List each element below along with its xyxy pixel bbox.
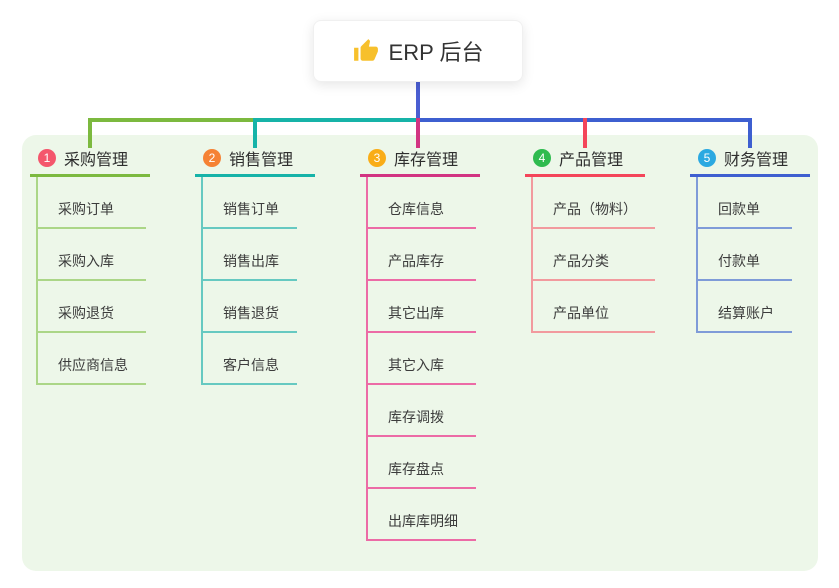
child-node[interactable]: 回款单: [698, 177, 792, 229]
branch-title[interactable]: 1 采购管理: [30, 146, 150, 177]
connector-drop-5: [748, 118, 752, 148]
branch-number-badge: 4: [533, 148, 551, 167]
branch-title-label: 财务管理: [724, 151, 789, 169]
branch-number-badge: 1: [38, 148, 56, 167]
child-node[interactable]: 销售订单: [203, 177, 297, 229]
branch-number-badge: 2: [203, 148, 221, 167]
child-node[interactable]: 产品（物料）: [533, 177, 655, 229]
connector-bus-left: [88, 118, 255, 122]
child-node[interactable]: 产品单位: [533, 281, 655, 333]
child-node[interactable]: 库存调拨: [368, 385, 476, 437]
child-node[interactable]: 结算账户: [698, 281, 792, 333]
mindmap-panel: [22, 135, 818, 571]
branch-children: 销售订单销售出库销售退货客户信息: [201, 177, 297, 385]
branch-3: 3 库存管理仓库信息产品库存其它出库其它入库库存调拨库存盘点出库库明细: [360, 146, 480, 541]
child-node[interactable]: 销售出库: [203, 229, 297, 281]
connector-stem: [416, 82, 420, 120]
child-node[interactable]: 供应商信息: [38, 333, 146, 385]
branch-children: 采购订单采购入库采购退货供应商信息: [36, 177, 146, 385]
branch-4: 4 产品管理产品（物料）产品分类产品单位: [525, 146, 655, 333]
branch-title[interactable]: 5 财务管理: [690, 146, 810, 177]
root-label: ERP 后台: [388, 40, 484, 65]
root-node[interactable]: ERP 后台: [313, 20, 523, 82]
connector-drop-1: [88, 118, 92, 148]
branch-title-label: 销售管理: [229, 151, 294, 169]
branch-title[interactable]: 3 库存管理: [360, 146, 480, 177]
branch-number-badge: 5: [698, 148, 716, 167]
branch-title-label: 采购管理: [64, 151, 129, 169]
child-node[interactable]: 库存盘点: [368, 437, 476, 489]
child-node[interactable]: 仓库信息: [368, 177, 476, 229]
child-node[interactable]: 出库库明细: [368, 489, 476, 541]
child-node[interactable]: 采购订单: [38, 177, 146, 229]
branch-children: 产品（物料）产品分类产品单位: [531, 177, 655, 333]
branch-title[interactable]: 4 产品管理: [525, 146, 645, 177]
child-node[interactable]: 采购入库: [38, 229, 146, 281]
child-node[interactable]: 销售退货: [203, 281, 297, 333]
branch-number-badge: 3: [368, 148, 386, 167]
branch-children: 仓库信息产品库存其它出库其它入库库存调拨库存盘点出库库明细: [366, 177, 476, 541]
connector-drop-2: [253, 118, 257, 148]
child-node[interactable]: 产品库存: [368, 229, 476, 281]
branch-children: 回款单付款单结算账户: [696, 177, 792, 333]
child-node[interactable]: 其它出库: [368, 281, 476, 333]
connector-bus-middle: [253, 118, 420, 122]
branch-2: 2 销售管理销售订单销售出库销售退货客户信息: [195, 146, 315, 385]
child-node[interactable]: 付款单: [698, 229, 792, 281]
branch-5: 5 财务管理回款单付款单结算账户: [690, 146, 810, 333]
thumbs-up-icon: [353, 39, 378, 61]
child-node[interactable]: 客户信息: [203, 333, 297, 385]
child-node[interactable]: 采购退货: [38, 281, 146, 333]
branch-title-label: 库存管理: [394, 151, 459, 169]
connector-drop-4: [583, 118, 587, 148]
child-node[interactable]: 产品分类: [533, 229, 655, 281]
branch-title[interactable]: 2 销售管理: [195, 146, 315, 177]
child-node[interactable]: 其它入库: [368, 333, 476, 385]
branch-title-label: 产品管理: [559, 151, 624, 169]
branch-1: 1 采购管理采购订单采购入库采购退货供应商信息: [30, 146, 150, 385]
connector-drop-3: [416, 118, 420, 148]
